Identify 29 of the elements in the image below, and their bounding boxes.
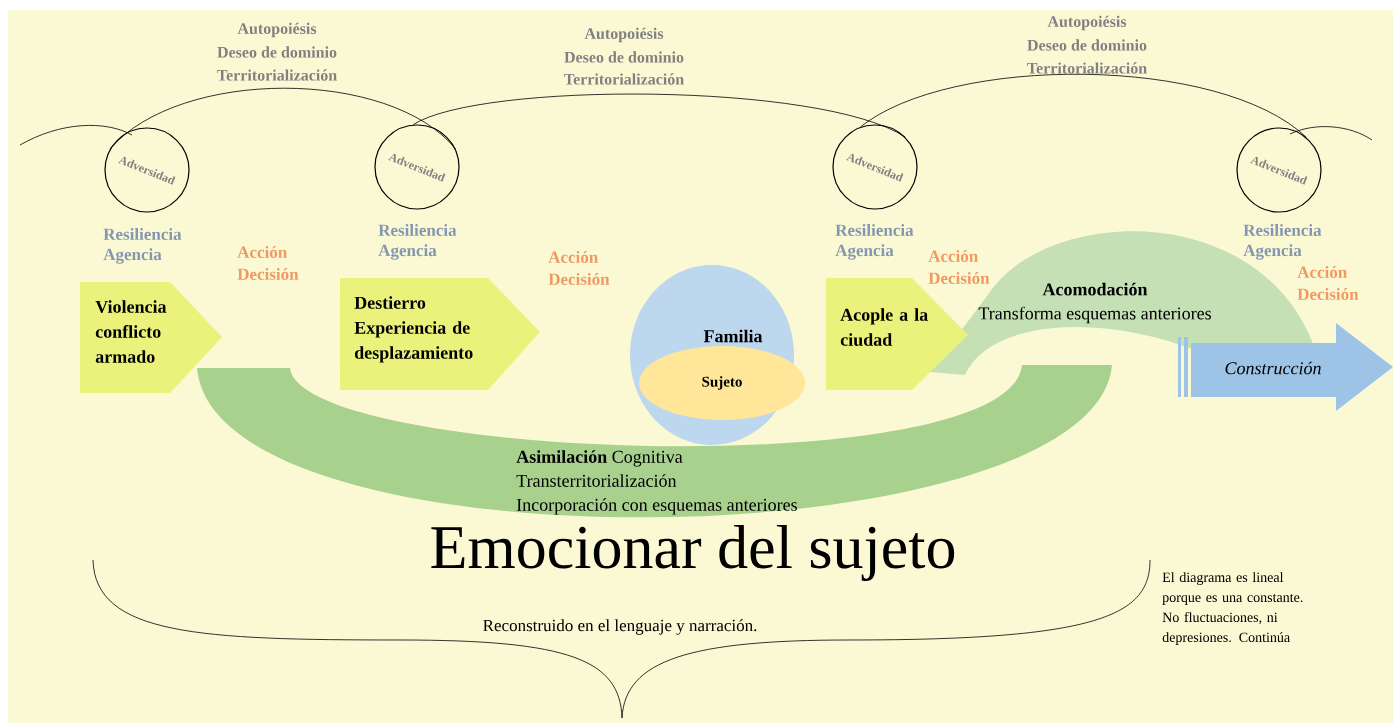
concept-label: Deseo de dominio bbox=[564, 51, 684, 63]
concept-label: Resiliencia bbox=[378, 224, 457, 236]
step-pentagon: Destierro Experiencia de desplazamiento bbox=[340, 278, 540, 390]
arc-line bbox=[109, 87, 456, 150]
concept-label: Acción bbox=[548, 251, 598, 263]
concept-label: Agencia bbox=[378, 244, 437, 260]
concept-label: Territorialización bbox=[564, 73, 684, 85]
concept-label: Autopoiésis bbox=[1047, 15, 1127, 31]
concept-label: Decisión bbox=[548, 273, 610, 285]
concept-label: Resiliencia bbox=[835, 224, 914, 236]
heading-text: Emocionar del sujeto bbox=[431, 524, 955, 582]
note-text: El diagrama es lineal porque es una constante. No fluctuaciones, ni depresiones. Continúa bbox=[1162, 572, 1303, 645]
arc-line bbox=[860, 73, 1307, 138]
brace-caption: Reconstruido en el lenguaje y narración. bbox=[483, 619, 757, 635]
arc-line bbox=[412, 93, 906, 138]
concept-label: Agencia bbox=[103, 248, 162, 264]
concept-label: Resiliencia bbox=[103, 228, 182, 240]
concept-label: Agencia bbox=[835, 244, 894, 260]
concept-label: Deseo de dominio bbox=[1027, 39, 1147, 51]
concept-label: Decisión bbox=[237, 268, 299, 280]
concept-label: Autopoiésis bbox=[584, 27, 664, 43]
concept-label: Territorialización bbox=[217, 69, 337, 81]
concept-label: Acción bbox=[928, 250, 978, 262]
step-pentagon: Violencia conflicto armado bbox=[80, 282, 222, 393]
concept-label: Deseo de dominio bbox=[217, 46, 337, 58]
concept-label: Agencia bbox=[1243, 244, 1302, 260]
concept-label: Territorialización bbox=[1027, 62, 1147, 74]
concept-label: Acción bbox=[237, 246, 287, 258]
concept-label: Autopoiésis bbox=[237, 22, 317, 38]
